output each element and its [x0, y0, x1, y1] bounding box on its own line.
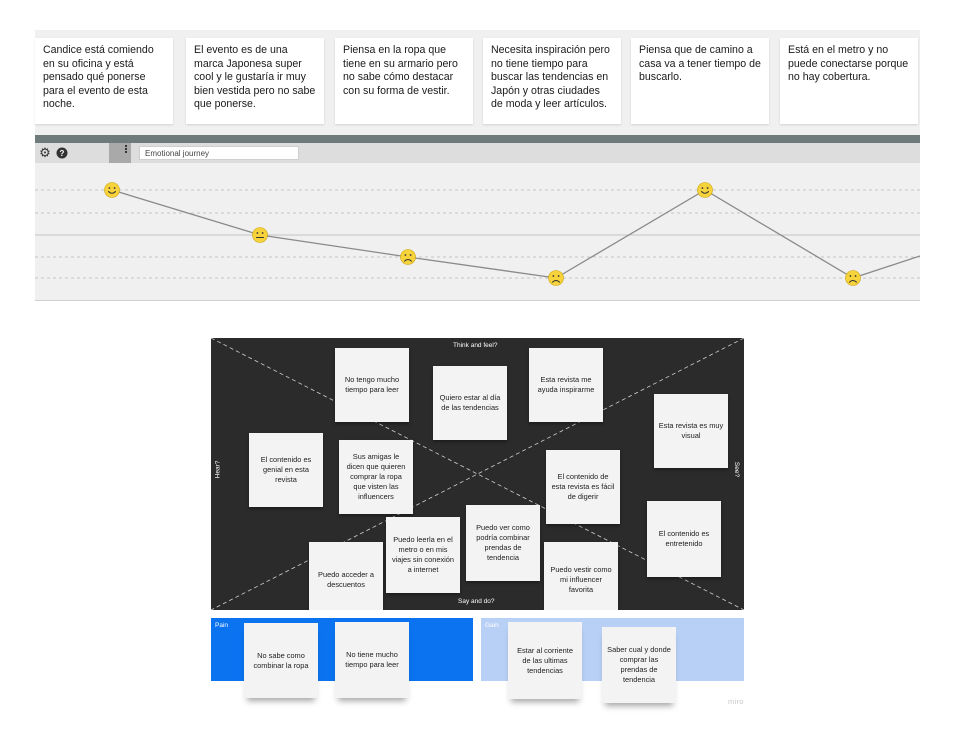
- gain-note[interactable]: Saber cual y donde comprar las prendas d…: [602, 627, 676, 703]
- drag-handle-icon[interactable]: [109, 143, 131, 163]
- emotion-face-happy-icon[interactable]: [697, 182, 713, 198]
- empathy-map: Think and feel? Say and do? Hear? See? N…: [211, 338, 744, 610]
- emotion-face-very-sad-icon[interactable]: [548, 270, 564, 286]
- emotion-face-happy-icon[interactable]: [104, 182, 120, 198]
- empathy-note[interactable]: El contenido es genial en esta revista: [249, 433, 323, 507]
- empathy-note[interactable]: Sus amigas le dicen que quieren comprar …: [339, 440, 413, 514]
- scenario-card-2[interactable]: El evento es de una marca Japonesa super…: [186, 38, 324, 124]
- miro-watermark: miro: [728, 697, 744, 706]
- hear-label: Hear?: [214, 460, 222, 479]
- emotional-journey-chart: [35, 163, 921, 301]
- see-label: See?: [733, 461, 741, 478]
- svg-text:?: ?: [60, 149, 65, 158]
- help-icon[interactable]: ?: [54, 145, 70, 161]
- emotion-face-neutral-icon[interactable]: [252, 227, 268, 243]
- empathy-note[interactable]: El contenido de esta revista es fácil de…: [546, 450, 620, 524]
- pain-note[interactable]: No tiene mucho tiempo para leer: [335, 622, 409, 698]
- scenario-card-6[interactable]: Está en el metro y no puede conectarse p…: [780, 38, 918, 124]
- empathy-note[interactable]: El contenido es entretenido: [647, 501, 721, 577]
- gain-note[interactable]: Estar al corriente de las ultimas tenden…: [508, 622, 582, 699]
- gain-label: Gain: [485, 622, 499, 629]
- scenario-card-5[interactable]: Piensa que de camino a casa va a tener t…: [631, 38, 769, 124]
- think-feel-label: Think and feel?: [453, 342, 498, 349]
- scenario-strip: [35, 30, 920, 135]
- empathy-note[interactable]: Esta revista me ayuda inspirarme: [529, 348, 603, 422]
- empathy-note[interactable]: No tengo mucho tiempo para leer: [335, 348, 409, 422]
- empathy-note[interactable]: Esta revista es muy visual: [654, 394, 728, 468]
- empathy-note[interactable]: Quiero estar al día de las tendencias: [433, 366, 507, 440]
- pain-label: Pain: [215, 622, 229, 629]
- say-do-label: Say and do?: [458, 598, 495, 605]
- gear-icon[interactable]: ⚙: [39, 145, 51, 160]
- journey-toolbar: ⚙ ?: [35, 143, 920, 163]
- journey-title-input[interactable]: [139, 146, 299, 160]
- empathy-note[interactable]: Puedo vestir como mi influencer favorita: [544, 542, 618, 610]
- scenario-card-3[interactable]: Piensa en la ropa que tiene en su armari…: [335, 38, 473, 124]
- pain-note[interactable]: No sabe como combinar la ropa: [244, 623, 318, 698]
- empathy-note[interactable]: Puedo leerla en el metro o en mis viajes…: [386, 517, 460, 593]
- journey-panel-header: [35, 135, 920, 143]
- empathy-note[interactable]: Puedo acceder a descuentos: [309, 542, 383, 610]
- emotion-line: [111, 189, 921, 279]
- scenario-card-4[interactable]: Necesita inspiración pero no tiene tiemp…: [483, 38, 621, 124]
- emotion-line-chart: [35, 182, 921, 286]
- scenario-card-1[interactable]: Candice está comiendo en su oficina y es…: [35, 38, 173, 124]
- emotion-face-sad-icon[interactable]: [400, 249, 416, 265]
- empathy-note[interactable]: Puedo ver como podría combinar prendas d…: [466, 505, 540, 581]
- emotion-face-very-sad-icon[interactable]: [845, 270, 861, 286]
